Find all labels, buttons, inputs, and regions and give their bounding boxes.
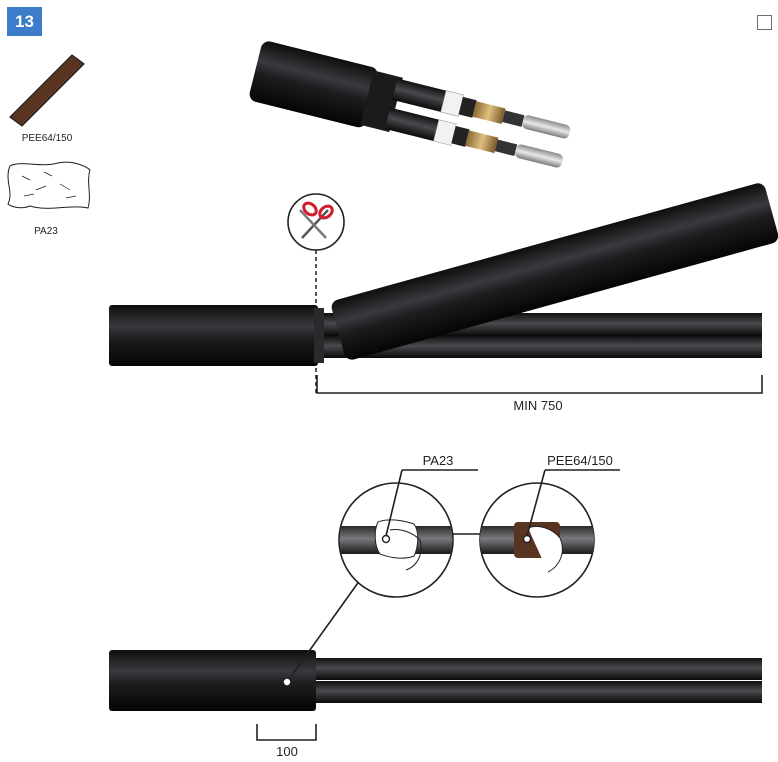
min-750-label: MIN 750 [513, 398, 562, 413]
cable-structure-illustration [249, 41, 571, 168]
pa23-callout-label: PA23 [423, 453, 454, 468]
tape-roll-icon [9, 54, 85, 127]
taping-callout [479, 469, 620, 598]
callout-anchor-dot [282, 677, 292, 687]
wrap-100-dimension-bracket [256, 724, 317, 741]
min-750-dimension-bracket [316, 375, 763, 394]
stripped-cable-diagram [109, 183, 778, 366]
cleaning-cloth-icon [7, 161, 91, 209]
wrap-100-label: 100 [276, 744, 298, 759]
pee64-callout-label: PEE64/150 [547, 453, 613, 468]
prepared-cable-diagram [109, 650, 762, 711]
scissors-icon [287, 193, 345, 251]
material-label-tape: PEE64/150 [22, 133, 73, 144]
material-label-cloth: PA23 [34, 226, 58, 237]
step-done-checkbox[interactable] [757, 15, 772, 30]
cleaning-callout [338, 469, 478, 598]
callout-leader-line [286, 579, 361, 683]
step-number-badge: 13 [7, 7, 42, 36]
